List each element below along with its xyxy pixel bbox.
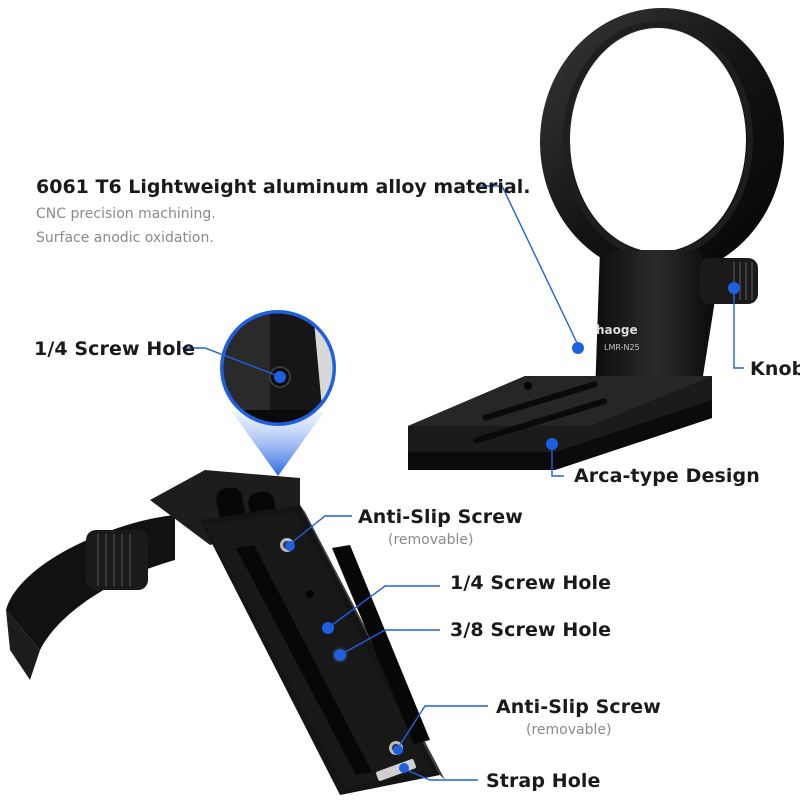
label-screw-hole-top: 1/4 Screw Hole (34, 338, 196, 360)
label-knob: Knob (750, 358, 800, 380)
zoom-callout (220, 310, 336, 476)
headline-line-2: Surface anodic oxidation. (36, 230, 214, 246)
model-engraving: LMR-N25 (604, 343, 640, 352)
label-strap-hole: Strap Hole (486, 770, 601, 792)
lens-foot-upper: haoge LMR-N25 (408, 8, 784, 470)
brand-engraving: haoge (596, 323, 638, 337)
headline-line-1: CNC precision machining. (36, 206, 216, 222)
label-quarter-screw-hole: 1/4 Screw Hole (450, 572, 612, 594)
headline-title: 6061 T6 Lightweight aluminum alloy mater… (36, 176, 531, 198)
callout-dots (274, 282, 740, 773)
label-anti-slip-screw-1: Anti-Slip Screw (358, 506, 523, 528)
lens-foot-lower (6, 470, 445, 795)
label-anti-slip-screw-2-sub: (removable) (526, 722, 612, 738)
label-anti-slip-screw-1-sub: (removable) (388, 532, 474, 548)
label-arca-design: Arca-type Design (574, 465, 760, 487)
callout-lines (182, 185, 744, 781)
label-anti-slip-screw-2: Anti-Slip Screw (496, 696, 661, 718)
label-three-eighths-screw-hole: 3/8 Screw Hole (450, 619, 612, 641)
